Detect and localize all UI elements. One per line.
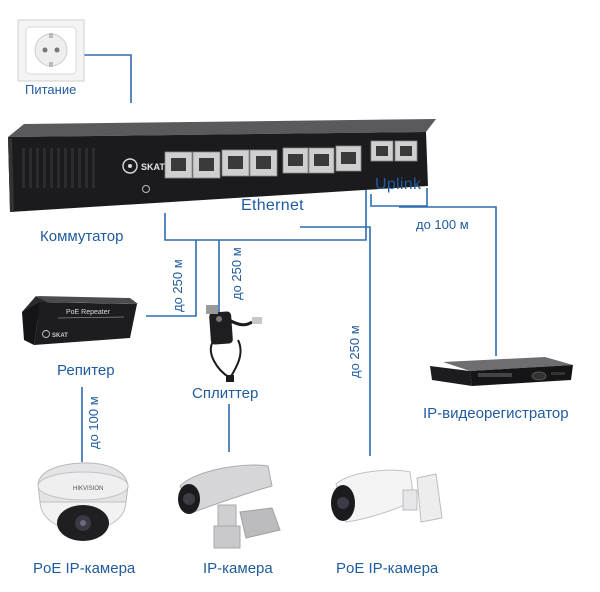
- uplink-label: Uplink: [375, 176, 422, 193]
- repeater-brand-text: SKAT: [52, 333, 68, 339]
- poe-bullet-camera-device: [331, 469, 443, 523]
- repeater-label: Репитер: [57, 362, 115, 379]
- connection-lines: [81, 54, 497, 462]
- repeater-device: PoE Repeater SKAT: [22, 296, 138, 345]
- splitter-label: Сплиттер: [192, 385, 259, 402]
- uplink-bracket: [370, 188, 428, 207]
- nvr-device: [430, 357, 573, 386]
- camera-brand-text: HIKVISION: [73, 486, 103, 492]
- poe-camera-2-label: PoE IP-камера: [336, 560, 439, 577]
- switch-to-camera-line: [300, 226, 371, 456]
- switch-device: SKAT: [8, 119, 436, 212]
- power-socket-icon: [17, 19, 85, 82]
- power-label: Питание: [25, 82, 77, 97]
- ip-bullet-camera-device: [178, 464, 281, 549]
- switch-to-repeater-line: [146, 240, 197, 317]
- ethernet-bracket: [164, 190, 367, 241]
- uplink-to-nvr-line: [399, 206, 497, 356]
- switch-label: Коммутатор: [40, 228, 124, 245]
- switch-brand-text: SKAT: [141, 162, 165, 172]
- poe-dome-camera-device: HIKVISION: [37, 462, 129, 541]
- repeater-title-text: PoE Repeater: [66, 309, 111, 316]
- ethernet-label: Ethernet: [241, 197, 304, 214]
- repeater-camera-distance-label: до 100 м: [86, 396, 101, 449]
- switch-splitter-distance-label: до 250 м: [229, 247, 244, 300]
- switch-camera-distance-label: до 250 м: [347, 325, 362, 378]
- poe-camera-1-label: PoE IP-камера: [33, 560, 136, 577]
- nvr-label: IP-видеорегистратор: [423, 405, 569, 422]
- switch-repeater-distance-label: до 250 м: [170, 259, 185, 312]
- ip-camera-label: IP-камера: [203, 560, 273, 577]
- splitter-device: [206, 305, 262, 382]
- power-line: [84, 54, 132, 103]
- uplink-nvr-distance-label: до 100 м: [416, 217, 469, 232]
